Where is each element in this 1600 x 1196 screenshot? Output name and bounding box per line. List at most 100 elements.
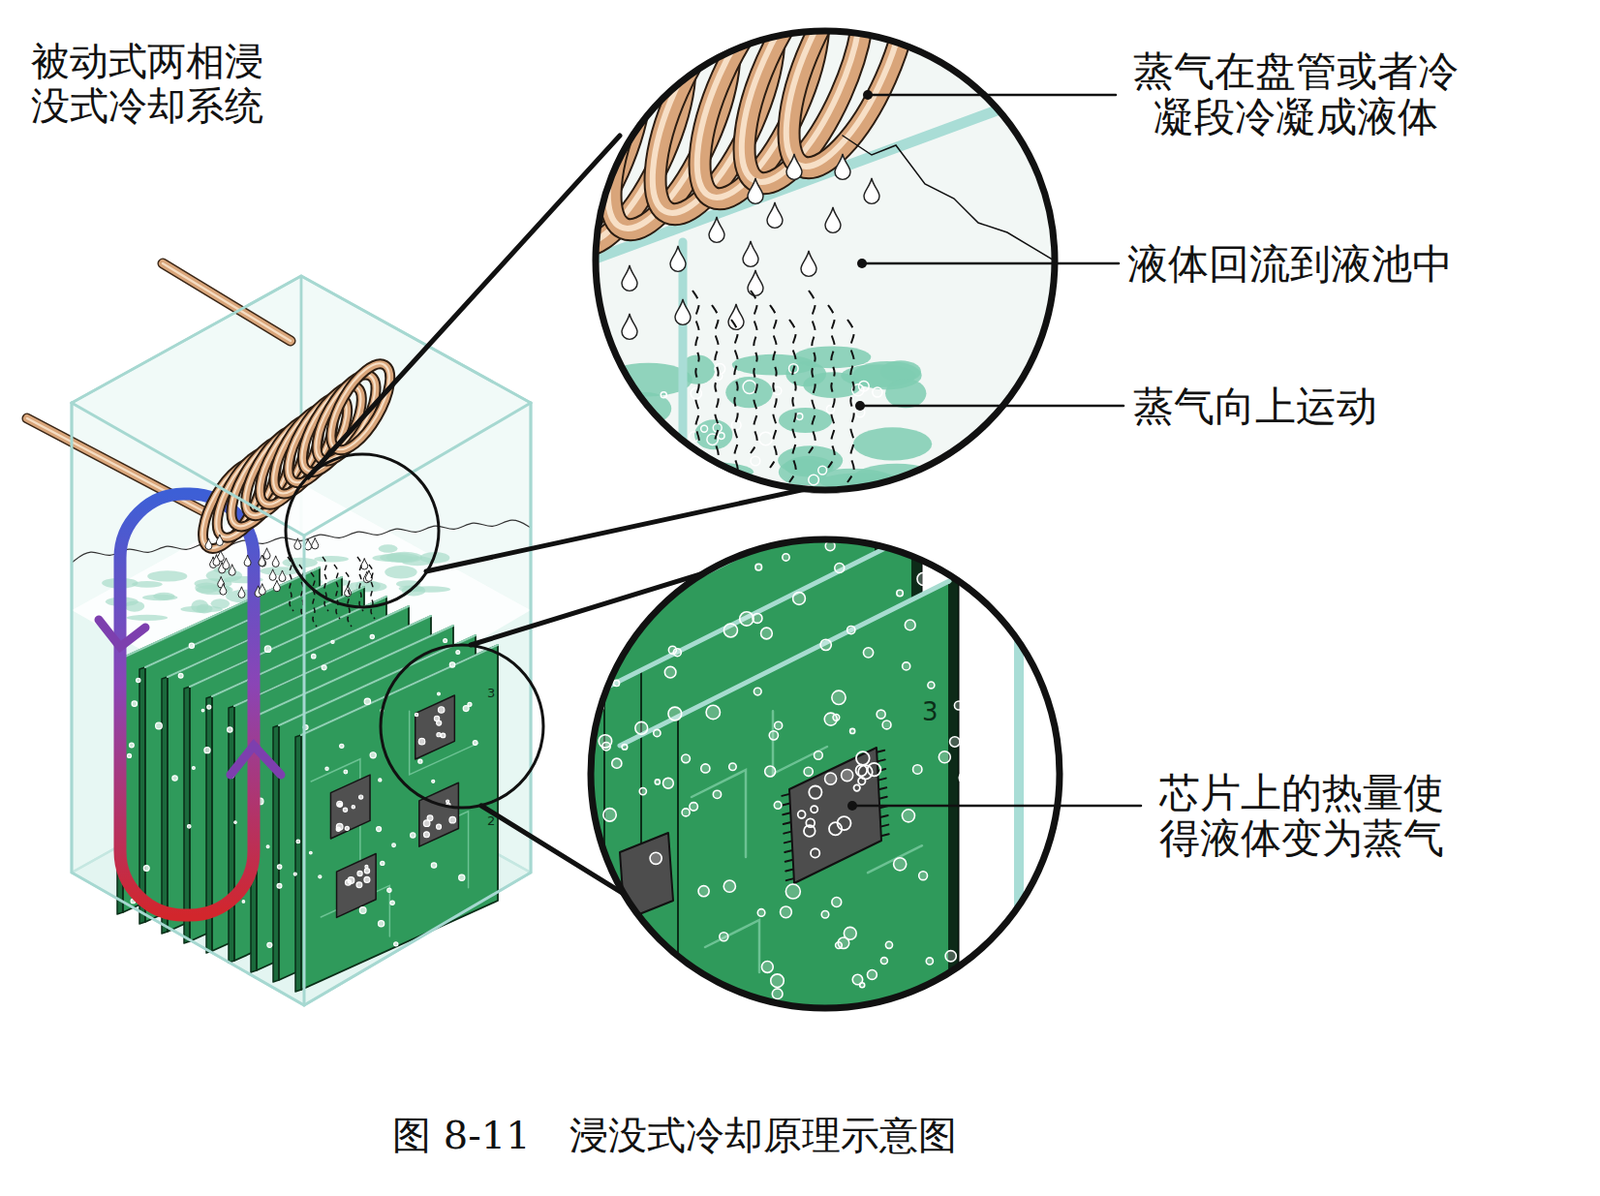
bubble xyxy=(430,862,436,868)
bubble xyxy=(266,845,270,849)
bubble xyxy=(701,764,710,773)
bubble xyxy=(755,563,763,571)
bubble xyxy=(927,681,935,689)
foam xyxy=(190,599,209,613)
bubble xyxy=(227,727,233,733)
bubble xyxy=(293,872,297,876)
droplet xyxy=(258,584,266,596)
diagram-title: 被动式两相浸 没式冷却系统 xyxy=(30,38,285,128)
bubble xyxy=(689,802,699,812)
bubble xyxy=(331,640,335,644)
bubble xyxy=(191,767,195,770)
coil-highlight xyxy=(762,0,930,183)
bubble xyxy=(770,974,785,988)
chip-pin xyxy=(880,825,889,828)
bubble xyxy=(757,909,766,918)
bubble xyxy=(664,666,677,678)
bubble xyxy=(649,852,662,864)
droplet xyxy=(222,557,230,570)
pcb-trace xyxy=(867,845,923,873)
droplet xyxy=(621,313,638,339)
leader-dot xyxy=(862,90,873,100)
chip-pin xyxy=(784,840,793,843)
bubble xyxy=(856,765,868,777)
tank-illustration xyxy=(27,263,531,1006)
bubble xyxy=(662,777,674,789)
pipe-highlight xyxy=(162,263,291,341)
bubble xyxy=(825,772,837,785)
bubble xyxy=(880,957,888,965)
vapor-trail xyxy=(369,564,375,619)
vapor-trail xyxy=(711,305,719,468)
bubble xyxy=(771,988,783,1000)
bubble xyxy=(418,759,423,764)
bubble xyxy=(729,763,737,770)
bubble xyxy=(785,884,800,899)
droplet xyxy=(670,246,686,272)
bubble xyxy=(654,779,660,785)
bubble xyxy=(410,832,416,838)
bubble xyxy=(818,465,828,475)
bubble xyxy=(436,733,441,738)
bubble xyxy=(344,826,349,831)
bubble xyxy=(958,771,971,784)
chip-pin xyxy=(877,759,886,762)
droplet xyxy=(800,250,817,277)
bubble xyxy=(394,942,399,947)
chip-pin xyxy=(783,831,792,834)
bubble xyxy=(602,742,611,751)
tank-edge xyxy=(71,276,531,403)
bubble xyxy=(325,767,329,770)
bubble xyxy=(964,858,980,873)
bubble xyxy=(709,469,724,484)
bubble xyxy=(824,712,837,726)
glass-edge xyxy=(678,242,688,504)
coil-highlight xyxy=(318,354,401,459)
bubble xyxy=(876,709,886,719)
bubble xyxy=(742,380,757,395)
vapor-trail xyxy=(357,556,364,612)
chip-pin xyxy=(786,878,795,881)
bubble xyxy=(991,789,999,797)
droplet xyxy=(675,299,691,325)
boiling-liquid xyxy=(644,465,690,498)
surface-line xyxy=(842,135,1056,262)
bubble xyxy=(308,851,312,855)
bubble xyxy=(449,816,457,824)
bubble xyxy=(796,413,803,421)
bubble xyxy=(690,388,702,400)
leader-line xyxy=(867,93,1116,97)
bubble xyxy=(882,720,892,730)
bubble xyxy=(296,839,301,844)
vapor-trail xyxy=(731,319,739,483)
surface-line xyxy=(71,520,531,563)
figure-caption: 图 8-11 浸没式冷却原理示意图 xyxy=(392,1111,957,1159)
bubble xyxy=(753,687,762,696)
leader-line xyxy=(852,804,1141,808)
bubble xyxy=(449,662,455,668)
droplet xyxy=(244,554,251,567)
droplet xyxy=(311,537,319,550)
droplet xyxy=(269,569,277,582)
chip-pin xyxy=(878,787,887,790)
droplet xyxy=(278,570,286,583)
bubble xyxy=(642,983,651,992)
bubble xyxy=(456,650,461,655)
bubble xyxy=(761,627,773,640)
bubble xyxy=(342,807,347,812)
boiling-liquid xyxy=(584,444,664,473)
vapor-trail xyxy=(750,290,758,454)
bubble xyxy=(414,712,418,716)
circuit-board xyxy=(301,645,498,990)
callout-label: 芯片上的热量使 得液体变为蒸气 xyxy=(1151,769,1452,862)
bubble xyxy=(723,880,736,893)
bubble xyxy=(858,777,865,785)
boiling-liquid xyxy=(885,378,926,408)
bubble xyxy=(923,996,933,1006)
bubble xyxy=(339,743,344,748)
droplet xyxy=(238,586,246,599)
foam xyxy=(378,544,399,554)
bubble xyxy=(126,753,131,758)
bubble xyxy=(717,432,725,440)
